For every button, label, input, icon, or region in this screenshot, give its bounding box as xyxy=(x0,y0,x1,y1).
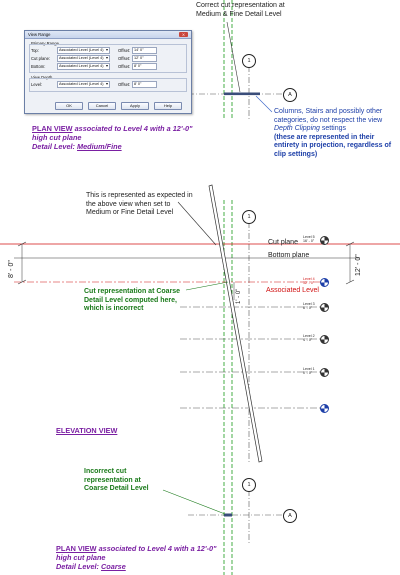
level-ground-symbol-icon xyxy=(320,404,329,413)
note-cut-coarse: Cut representation at Coarse Detail Leve… xyxy=(84,288,181,313)
cancel-button[interactable]: Cancel xyxy=(88,102,116,110)
row-cut-label: Cut plane: xyxy=(31,55,51,61)
caption-plan-bottom: PLAN VIEW associated to Level 4 with a 1… xyxy=(56,544,218,571)
top-offset-input[interactable]: 14' 0" xyxy=(132,46,157,54)
level-4-symbol-icon xyxy=(320,278,329,287)
row-depth-offset-label: Offset: xyxy=(118,81,131,87)
level-4-elev: 12' - 0" xyxy=(303,280,315,285)
note-columns-bold: (these are represented in their entirety… xyxy=(274,133,392,158)
caption-plan-bottom-detail: Detail Level: xyxy=(56,562,99,571)
row-cut-plane: Cut plane: Associated Level (Level 4) Of… xyxy=(31,54,157,62)
cut-plane-label: Cut plane xyxy=(268,239,298,246)
caption-plan-bottom-detail-val: Coarse xyxy=(101,562,126,571)
caption-plan-top-rest: associated to Level 4 with a 12'-0" high… xyxy=(32,124,193,142)
grid-bubble-a-bottom: A xyxy=(283,509,297,523)
help-button[interactable]: Help xyxy=(154,102,182,110)
row-top-offset-label: Offset: xyxy=(118,47,131,53)
dialog-title-bar: View Range X xyxy=(25,31,191,39)
note-represented: This is represented as expected in the a… xyxy=(86,192,193,217)
view-range-dialog: View Range X Primary Range Top: Associat… xyxy=(24,30,192,114)
level-3-symbol-icon xyxy=(320,303,329,312)
level-2-symbol-icon xyxy=(320,335,329,344)
bottom-level-select[interactable]: Associated Level (Level 4) xyxy=(57,62,110,70)
depth-level-select[interactable]: Associated Level (Level 4) xyxy=(57,80,110,88)
grid-bubble-1-bottom: 1 xyxy=(242,478,256,492)
grid-bubble-1-top: 1 xyxy=(242,54,256,68)
associated-level-label: Associated Level xyxy=(266,287,319,294)
level-5-elev: 16' - 0" xyxy=(303,238,315,243)
note-columns-after: settings xyxy=(321,125,346,133)
primary-range-group xyxy=(29,44,187,73)
level-1-elev: 0' - 0" xyxy=(303,370,313,375)
level-4-name: Level 4 xyxy=(303,277,315,281)
row-top: Top: Associated Level (Level 4) Offset: … xyxy=(31,46,157,54)
grid-bubble-a-top: A xyxy=(283,88,297,102)
level-3-name: Level 3 xyxy=(303,302,315,306)
caption-plan-bottom-rest: associated to Level 4 with a 12'-0" high… xyxy=(56,544,217,562)
caption-plan-top: PLAN VIEW associated to Level 4 with a 1… xyxy=(32,124,208,151)
level-5-name: Level 5 xyxy=(303,235,315,239)
bottom-offset-input[interactable]: 8' 0" xyxy=(132,62,157,70)
bottom-plane-label: Bottom plane xyxy=(268,252,310,259)
view-depth-label: View Depth xyxy=(31,75,53,80)
close-icon[interactable]: X xyxy=(179,32,188,37)
dialog-buttons: OK Cancel Apply Help xyxy=(55,102,182,110)
level-5-symbol-icon xyxy=(320,236,329,245)
primary-range-label: Primary Range xyxy=(31,41,59,46)
note-columns-text: Columns, Stairs and possibly other categ… xyxy=(274,108,383,124)
dim-1ft: 1' - 0" xyxy=(236,288,242,304)
caption-elevation-title: ELEVATION VIEW xyxy=(56,426,118,435)
note-columns: Columns, Stairs and possibly other categ… xyxy=(274,108,396,160)
view-depth-group xyxy=(29,78,187,92)
grid-bubble-1-elev: 1 xyxy=(242,210,256,224)
ok-button[interactable]: OK xyxy=(55,102,83,110)
cut-plane-level-select[interactable]: Associated Level (Level 4) xyxy=(57,54,110,62)
level-2-elev: 4' - 0" xyxy=(303,337,313,342)
apply-button[interactable]: Apply xyxy=(121,102,149,110)
top-level-select[interactable]: Associated Level (Level 4) xyxy=(57,46,110,54)
dim-12ft: 12' - 0" xyxy=(355,254,362,276)
caption-plan-top-title: PLAN VIEW xyxy=(32,124,73,133)
caption-plan-top-detail: Detail Level: xyxy=(32,142,75,151)
caption-plan-bottom-title: PLAN VIEW xyxy=(56,544,97,553)
row-cut-offset-label: Offset: xyxy=(118,55,131,61)
row-depth-label: Level: xyxy=(31,81,43,87)
level-2-name: Level 2 xyxy=(303,334,315,338)
row-bottom-label: Bottom: xyxy=(31,63,46,69)
row-bottom-offset-label: Offset: xyxy=(118,63,131,69)
level-1-name: Level 1 xyxy=(303,367,315,371)
row-bottom: Bottom: Associated Level (Level 4) Offse… xyxy=(31,62,157,70)
note-columns-italic: Depth Clipping xyxy=(274,125,320,133)
row-top-label: Top: xyxy=(31,47,39,53)
level-3-elev: 8' - 0" xyxy=(303,305,313,310)
dialog-title: View Range xyxy=(28,32,51,37)
caption-elevation: ELEVATION VIEW xyxy=(56,426,117,435)
note-incorrect-cut: Incorrect cut representation at Coarse D… xyxy=(84,468,149,493)
cut-plane-offset-input[interactable]: 12' 0" xyxy=(132,54,157,62)
row-depth: Level: Associated Level (Level 4) Offset… xyxy=(31,80,157,88)
depth-offset-input[interactable]: 8' 0" xyxy=(132,80,157,88)
level-1-symbol-icon xyxy=(320,368,329,377)
note-correct-cut: Correct cut representation at Medium & F… xyxy=(196,2,285,18)
caption-plan-top-detail-val: Medium/Fine xyxy=(77,142,122,151)
dim-8ft: 8' - 0" xyxy=(8,260,15,278)
